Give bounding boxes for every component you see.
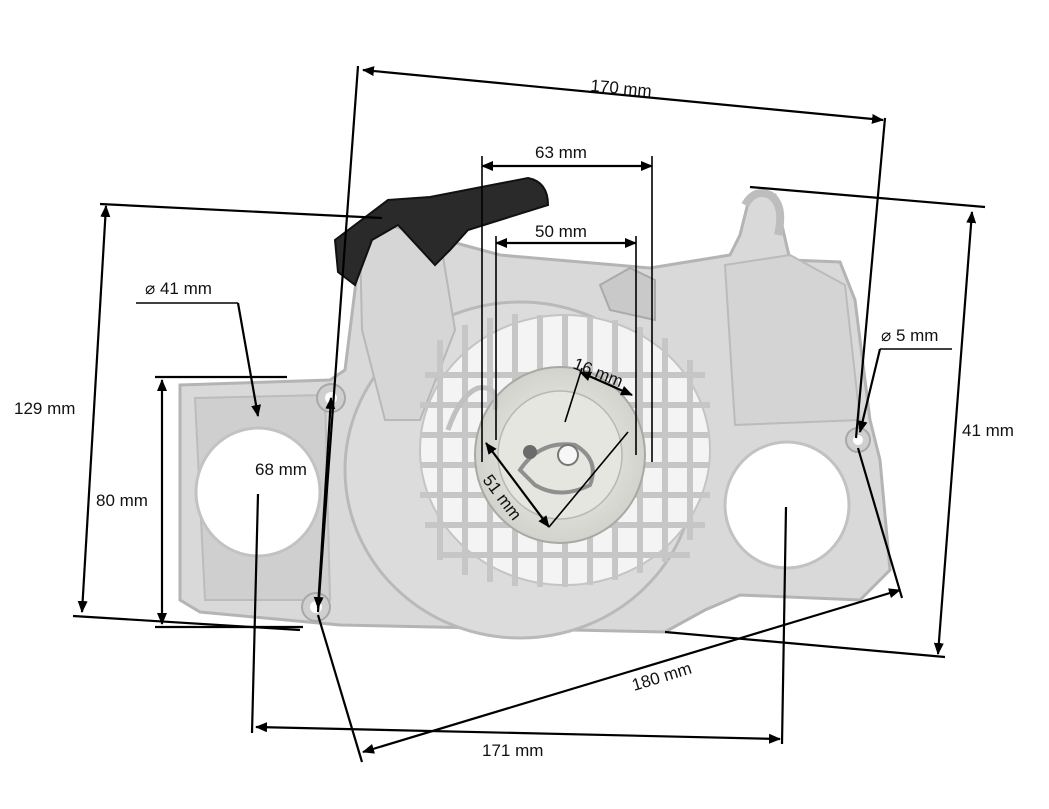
mount-hole-right <box>723 440 851 570</box>
starter-housing <box>178 176 892 640</box>
label-top-width: 170 mm <box>590 76 653 101</box>
label-bottom-diagonal: 180 mm <box>630 659 694 695</box>
pull-handle <box>333 176 550 287</box>
label-height-left: 129 mm <box>14 399 75 418</box>
label-hole-diameter: ⌀ 41 mm <box>145 279 212 298</box>
label-pulley-outer: 63 mm <box>535 143 587 162</box>
label-bottom-width: 171 mm <box>482 741 543 760</box>
label-hole-center: 68 mm <box>255 460 307 479</box>
label-pin-diameter: ⌀ 5 mm <box>881 326 938 345</box>
label-pulley-inner: 50 mm <box>535 222 587 241</box>
dimension-lines <box>72 65 986 763</box>
label-height-right: 41 mm <box>962 421 1014 440</box>
label-hole-spacing: 80 mm <box>96 491 148 510</box>
